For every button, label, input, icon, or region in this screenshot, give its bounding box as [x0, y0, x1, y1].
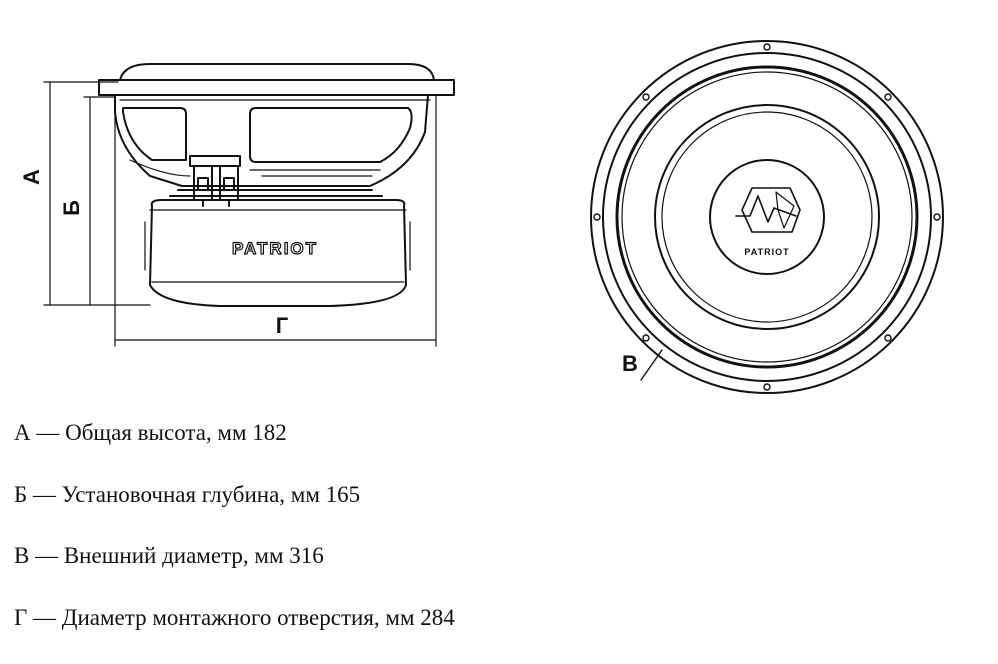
- dimension-a: [43, 81, 151, 306]
- outer-rim: [590, 40, 944, 394]
- mounting-ring: [615, 65, 919, 369]
- dim-b-letter: Б: [59, 200, 84, 216]
- surround-ring: [621, 71, 913, 363]
- front-view: PATRIOT: [590, 40, 944, 394]
- front-brand: PATRIOT: [744, 247, 789, 257]
- magnet-side-marks: [144, 221, 411, 271]
- dim-v-letter: В: [622, 351, 638, 376]
- speaker-terminals: [189, 155, 241, 207]
- dimension-b: [83, 96, 116, 306]
- spec-total-height: А — Общая высота, мм 182: [14, 420, 287, 445]
- dim-g-letter: Г: [276, 313, 289, 338]
- side-view: PATRIOT: [43, 63, 455, 347]
- surround-top: [119, 63, 435, 81]
- spec-outer-diameter: В — Внешний диаметр, мм 316: [14, 543, 324, 568]
- dimension-g: [114, 94, 437, 347]
- mounting-holes: [593, 43, 941, 391]
- outer-rim-inner: [602, 52, 932, 382]
- dim-a-letter: А: [19, 169, 44, 185]
- cone-ring: [654, 104, 880, 330]
- mounting-flange: [98, 79, 455, 96]
- spider: [169, 189, 383, 197]
- magnet: [149, 199, 407, 307]
- basket-outer: [114, 94, 429, 187]
- subwoofer-drawing: PATRIOT: [19, 40, 944, 394]
- basket-inner-lines: [119, 99, 431, 177]
- dust-cap: [709, 159, 825, 275]
- cone-inner: [661, 111, 873, 323]
- spec-mounting-depth: Б — Установочная глубина, мм 165: [14, 482, 361, 507]
- spec-cutout-diameter: Г — Диаметр монтажного отверстия, мм 284: [14, 605, 455, 630]
- basket-window-left: [122, 107, 187, 161]
- side-brand: PATRIOT: [232, 239, 318, 258]
- brand-logo: [735, 187, 801, 233]
- basket-window-right: [249, 107, 413, 163]
- dimension-v: [640, 349, 663, 381]
